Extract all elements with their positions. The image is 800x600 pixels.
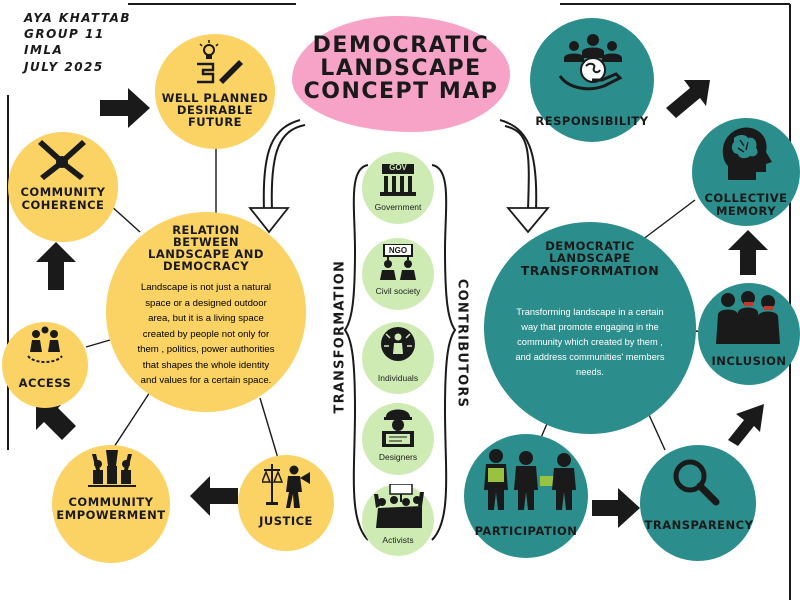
justice-label: JUSTICE: [259, 514, 313, 528]
access-label: ACCESS: [18, 376, 72, 390]
ngo-people-icon: [380, 244, 416, 280]
civil-society-label: Civil society: [375, 286, 421, 296]
relation-line-4: created by people not only for: [142, 328, 270, 340]
future-circle: [155, 34, 275, 149]
relation-line-3: area, but it is a living space: [148, 313, 264, 325]
relation-circle: [106, 212, 306, 412]
transformation-title-3: TRANSFORMATION: [520, 263, 660, 279]
handshake-icon: [38, 140, 86, 180]
empowerment-label: COMMUNITY EMPOWERMENT: [44, 496, 178, 521]
transformation-title: DEMOCRATIC LANDSCAPE TRANSFORMATION: [494, 240, 686, 277]
relation-title-4: DEMOCRACY: [162, 259, 250, 274]
relation-description: Landscape is not just a natural space or…: [118, 280, 294, 389]
memory-label: COLLECTIVE MEMORY: [682, 192, 800, 217]
coherence-circle: [8, 132, 118, 242]
designers-label: Designers: [378, 452, 418, 462]
contributors-vertical-label: CONTRIBUTORS: [454, 278, 470, 409]
coherence-label: COMMUNITY COHERENCE: [8, 186, 118, 211]
memory-label-1: COLLECTIVE: [704, 191, 788, 205]
relation-line-6: that shapes the whole identity: [142, 359, 270, 371]
relation-line-7: and values for a certain space.: [140, 375, 272, 387]
future-label-3: FUTURE: [187, 115, 243, 130]
people-access-icon: [27, 326, 63, 363]
title-blob: [292, 16, 510, 132]
individuals-label: Individuals: [377, 373, 419, 383]
coherence-label-2: COHERENCE: [21, 197, 105, 212]
responsibility-label: RESPONSIBILITY: [535, 114, 649, 128]
inclusion-people-icon: [716, 291, 780, 344]
transformation-line-1: Transforming landscape in a certain: [516, 307, 664, 317]
future-label-2: DESIRABLE: [176, 103, 254, 118]
title-line-3: CONCEPT MAP: [303, 79, 499, 105]
relation-line-5: them , politics, power authorities: [137, 344, 275, 356]
coherence-label-1: COMMUNITY: [20, 185, 106, 199]
transformation-title-1: DEMOCRATIC: [545, 239, 635, 253]
empowerment-label-2: EMPOWERMENT: [56, 507, 166, 522]
title-line-2: LANDSCAPE: [320, 56, 482, 82]
access-circle: [2, 322, 88, 408]
future-label-1: WELL PLANNED: [161, 91, 269, 105]
justice-protest-icon: [262, 464, 310, 508]
relation-line-1: Landscape is not just a natural: [140, 282, 272, 293]
justice-circle: [238, 455, 334, 551]
relation-title-2: BETWEEN: [173, 235, 239, 250]
workers-icon: [484, 449, 576, 510]
relation-line-2: space or a designed outdoor: [145, 297, 267, 309]
relation-title-1: RELATION: [172, 223, 240, 237]
designer-hardhat-icon: [382, 409, 414, 447]
transformation-line-3: community which created by them ,: [517, 336, 663, 347]
inclusion-label: INCLUSION: [711, 354, 787, 368]
transparency-label: TRANSPARENCY: [644, 518, 754, 532]
government-building-icon: [380, 164, 416, 196]
page-title: DEMOCRATIC LANDSCAPE CONCEPT MAP: [292, 34, 510, 103]
transformation-circle: [484, 222, 696, 434]
transformation-line-4: and address communities' members: [515, 351, 665, 362]
activists-label: Activists: [382, 535, 414, 545]
ngo-sign: NGO: [388, 246, 408, 255]
activists-crowd-icon: [374, 484, 424, 528]
responsibility-icon: [558, 34, 623, 91]
government-label: Government: [374, 202, 422, 212]
gov-sign: GOV: [389, 163, 407, 172]
empowerment-label-1: COMMUNITY: [68, 495, 154, 509]
author-name: AYA KHATTAB: [24, 11, 132, 25]
transformation-vertical-label: TRANSFORMATION: [332, 259, 348, 414]
magnifier-icon: [673, 459, 720, 506]
raised-hands-icon: [88, 450, 136, 487]
transformation-line-5: needs.: [576, 366, 604, 377]
individual-person-icon: [381, 327, 415, 361]
future-label: WELL PLANNED DESIRABLE FUTURE: [160, 92, 270, 128]
transformation-description: Transforming landscape in a certain way …: [494, 305, 686, 379]
brain-head-icon: [722, 127, 772, 180]
memory-label-2: MEMORY: [715, 203, 777, 218]
author-block: AYA KHATTAB GROUP 11 IMLA JULY 2025: [24, 10, 131, 75]
transformation-title-2: LANDSCAPE: [549, 251, 631, 266]
relation-title-3: LANDSCAPE AND: [148, 247, 264, 262]
date-label: JULY 2025: [24, 59, 104, 74]
participation-label: PARTICIPATION: [474, 524, 578, 538]
planning-icon: [197, 40, 243, 84]
relation-title: RELATION BETWEEN LANDSCAPE AND DEMOCRACY: [120, 224, 292, 272]
group-label: GROUP 11: [24, 27, 105, 42]
title-line-1: DEMOCRATIC: [312, 33, 490, 58]
course-label: IMLA: [24, 43, 64, 58]
transformation-line-2: way that promote engaging in the: [521, 321, 659, 332]
